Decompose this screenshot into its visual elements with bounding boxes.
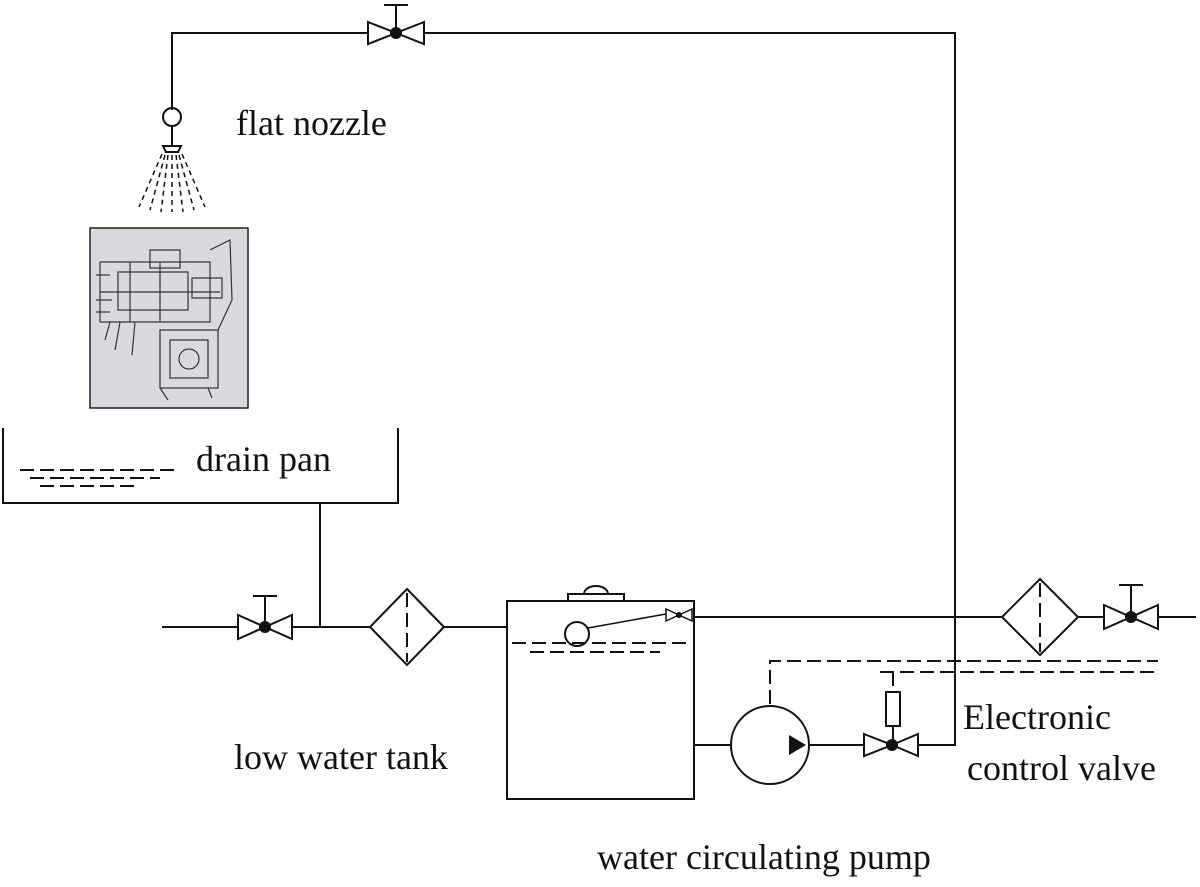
low-water-tank-icon xyxy=(506,585,695,800)
drain-pan-label: drain pan xyxy=(196,439,331,479)
control-signal-line xyxy=(769,660,1158,704)
float-valve-icon xyxy=(564,607,693,647)
inlet-valve-icon xyxy=(237,595,293,641)
low-water-tank-label: low water tank xyxy=(234,737,448,777)
water-circulating-pump-label: water circulating pump xyxy=(597,837,931,877)
makeup-filter-icon xyxy=(1000,577,1080,657)
electronic-control-valve-label-line1: Electronic xyxy=(963,697,1111,737)
return-pipe xyxy=(171,32,956,746)
flat-nozzle-icon xyxy=(138,107,206,213)
water-circulating-pump-icon xyxy=(730,705,810,785)
gearbox-workpiece-icon xyxy=(89,227,249,409)
solenoid-valve-icon xyxy=(863,691,919,758)
drain-pan-icon xyxy=(2,428,399,627)
top-valve-icon xyxy=(367,4,425,46)
inlet-filter-icon xyxy=(368,587,446,667)
electronic-control-valve-label-line2: control valve xyxy=(967,748,1156,788)
makeup-valve-icon xyxy=(1103,584,1159,631)
flat-nozzle-label: flat nozzle xyxy=(236,103,387,143)
